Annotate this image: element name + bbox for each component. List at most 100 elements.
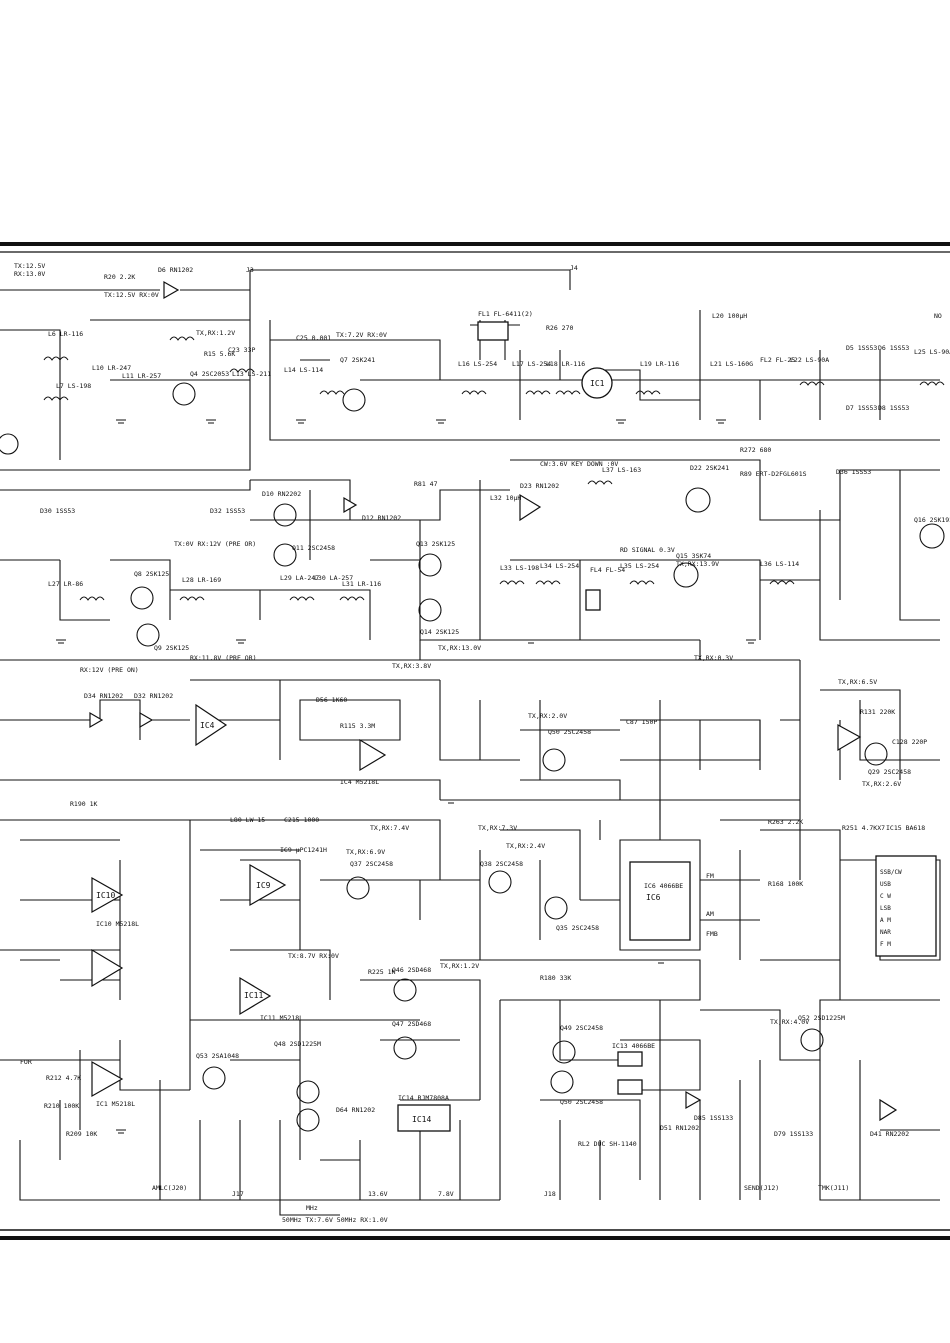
label-j3: J3 — [246, 266, 254, 274]
ic11-core: IC11 — [244, 991, 263, 1000]
label-l21: L21 LS-160G — [710, 360, 753, 368]
amplifier-symbols — [89, 280, 898, 1122]
label-tx1: TX:12.5V — [14, 262, 45, 270]
label-r251: R251 4.7KX7 — [842, 824, 885, 832]
label-ic13: IC13 4066BE — [612, 1042, 655, 1050]
label-q53: Q53 2SA1048 — [196, 1052, 239, 1060]
label-fm: FM — [706, 872, 714, 880]
label-l11: L11 LR-257 — [122, 372, 161, 380]
label-d85: D85 1SS133 — [694, 1114, 733, 1122]
label-c23: C23 33P — [228, 346, 255, 354]
label-ic9: IC9 μPC1241H — [280, 846, 327, 854]
label-c25: C25 0.001 — [296, 334, 331, 342]
label-fl4: FL4 FL-54 — [590, 566, 625, 574]
component-labels: TX:12.5V RX:13.0V R20 2.2K D6 RN1202 TX:… — [14, 262, 950, 1224]
label-l18: L18 LR-116 — [546, 360, 585, 368]
mode-5: NAR — [880, 929, 891, 936]
label-d36: D36 1SS53 — [836, 468, 871, 476]
ic1-core: IC1 — [590, 379, 605, 388]
label-l19: L19 LR-116 — [640, 360, 679, 368]
label-l27: L27 LR-86 — [48, 580, 83, 588]
label-r190: R190 1K — [70, 800, 97, 808]
label-l7: L7 LS-198 — [56, 382, 91, 390]
label-txrx74: TX,RX:7.4V — [370, 824, 409, 832]
label-r209: R209 10K — [66, 1130, 97, 1138]
label-mhz: MHz — [306, 1204, 318, 1212]
label-q50: Q50 2SC2458 — [548, 728, 591, 736]
label-txrx24: TX,RX:2.4V — [506, 842, 545, 850]
label-txrx20: TX,RX:2.0V — [528, 712, 567, 720]
label-d56: D56 1K60 — [316, 696, 347, 704]
label-q7: Q7 2SK241 — [340, 356, 375, 364]
label-q37: Q37 2SC2458 — [350, 860, 393, 868]
label-l14: L14 LS-114 — [284, 366, 323, 374]
label-q8: Q8 2SK125 — [134, 570, 169, 578]
label-r20: R20 2.2K — [104, 273, 135, 281]
label-j136: 13.6V — [368, 1190, 388, 1198]
ic-boxes — [397, 321, 937, 1132]
label-d64: D64 RN1202 — [336, 1106, 375, 1114]
ic4-core: IC4 — [200, 721, 215, 730]
label-q14: Q14 2SK125 — [420, 628, 459, 636]
mode-6: F M — [880, 941, 891, 948]
label-txrx03: TX,RX:0.3V — [694, 654, 733, 662]
label-j4: J4 — [570, 264, 578, 272]
label-d6b: D6 1SS53 — [878, 344, 909, 352]
label-rxpre: RX:11.8V (PRE OR) — [190, 654, 257, 662]
label-txrx87: TX:8.7V RX:0V — [288, 952, 339, 960]
label-d7: D7 1SS53 — [846, 404, 877, 412]
label-c215: C215 1000 — [284, 816, 319, 824]
label-d32b: D32 RN1202 — [134, 692, 173, 700]
label-nb: NO — [934, 312, 942, 320]
label-rx12pre: RX:12V (PRE ON) — [80, 666, 139, 674]
label-l6: L6 LR-116 — [48, 330, 83, 338]
label-fl1: FL1 FL-6411(2) — [478, 310, 533, 318]
label-l28: L28 LR-169 — [182, 576, 221, 584]
label-l22: L22 LS-90A — [790, 356, 829, 364]
label-r272: R272 680 — [740, 446, 771, 454]
label-tx2: RX:13.0V — [14, 270, 45, 278]
label-d32: D32 1SS53 — [210, 507, 245, 515]
label-txrx13: TX,RX:13.0V — [438, 644, 481, 652]
label-q47: Q47 2SD468 — [392, 1020, 431, 1028]
label-txrx65: TX,RX:6.5V — [838, 678, 877, 686]
label-d8: D8 1SS53 — [878, 404, 909, 412]
label-r210: R210 100K — [44, 1102, 79, 1110]
label-r180: R180 33K — [540, 974, 571, 982]
label-v50m: 50MHz TX:7.6V 50MHz RX:1.0V — [282, 1216, 388, 1224]
label-r225: R225 1K — [368, 968, 395, 976]
label-d10: D10 RN2202 — [262, 490, 301, 498]
label-l30: L30 LA-257 — [314, 574, 353, 582]
label-txrx72: TX:7.2V RX:0V — [336, 331, 387, 339]
label-r263: R263 2.2K — [768, 818, 803, 826]
label-d12: D12 RN1202 — [362, 514, 401, 522]
ic9-core: IC9 — [256, 881, 271, 890]
label-d22: D22 2SK241 — [690, 464, 729, 472]
ic6-core: IC6 — [646, 893, 661, 902]
label-amlc: AMLC(J20) — [152, 1184, 187, 1192]
label-l31: L31 LR-116 — [342, 580, 381, 588]
label-l32: L32 10μH — [490, 494, 521, 502]
label-l16: L16 LS-254 — [458, 360, 497, 368]
label-txrx12b: TX,RX:1.2V — [440, 962, 479, 970]
label-q11: Q11 2SC2458 — [292, 544, 335, 552]
label-q15: Q15 3SK74 — [676, 552, 711, 560]
label-q9: Q9 2SK125 — [154, 644, 189, 652]
label-d5: D5 1SS53 — [846, 344, 877, 352]
label-r115: R115 3.3M — [340, 722, 375, 730]
label-d23: D23 RN1202 — [520, 482, 559, 490]
label-d34: D34 RN1202 — [84, 692, 123, 700]
label-l36: L36 LS-114 — [760, 560, 799, 568]
label-l20: L20 100μH — [712, 312, 747, 320]
ic15-mode-list: SSB/CW USB C W LSB A M NAR F M — [880, 869, 902, 948]
label-q4: Q4 2SC2053 — [190, 370, 229, 378]
label-ic1: IC1 M5218L — [96, 1100, 135, 1108]
label-l29: L29 LA-247 — [280, 574, 319, 582]
label-r131: R131 220K — [860, 708, 895, 716]
mode-4: A M — [880, 917, 891, 924]
wiring — [0, 269, 941, 1216]
label-rl2: RL2 DUC SH-1140 — [578, 1140, 637, 1148]
label-txrx26: TX,RX:2.6V — [862, 780, 901, 788]
label-d79: D79 1SS133 — [774, 1130, 813, 1138]
